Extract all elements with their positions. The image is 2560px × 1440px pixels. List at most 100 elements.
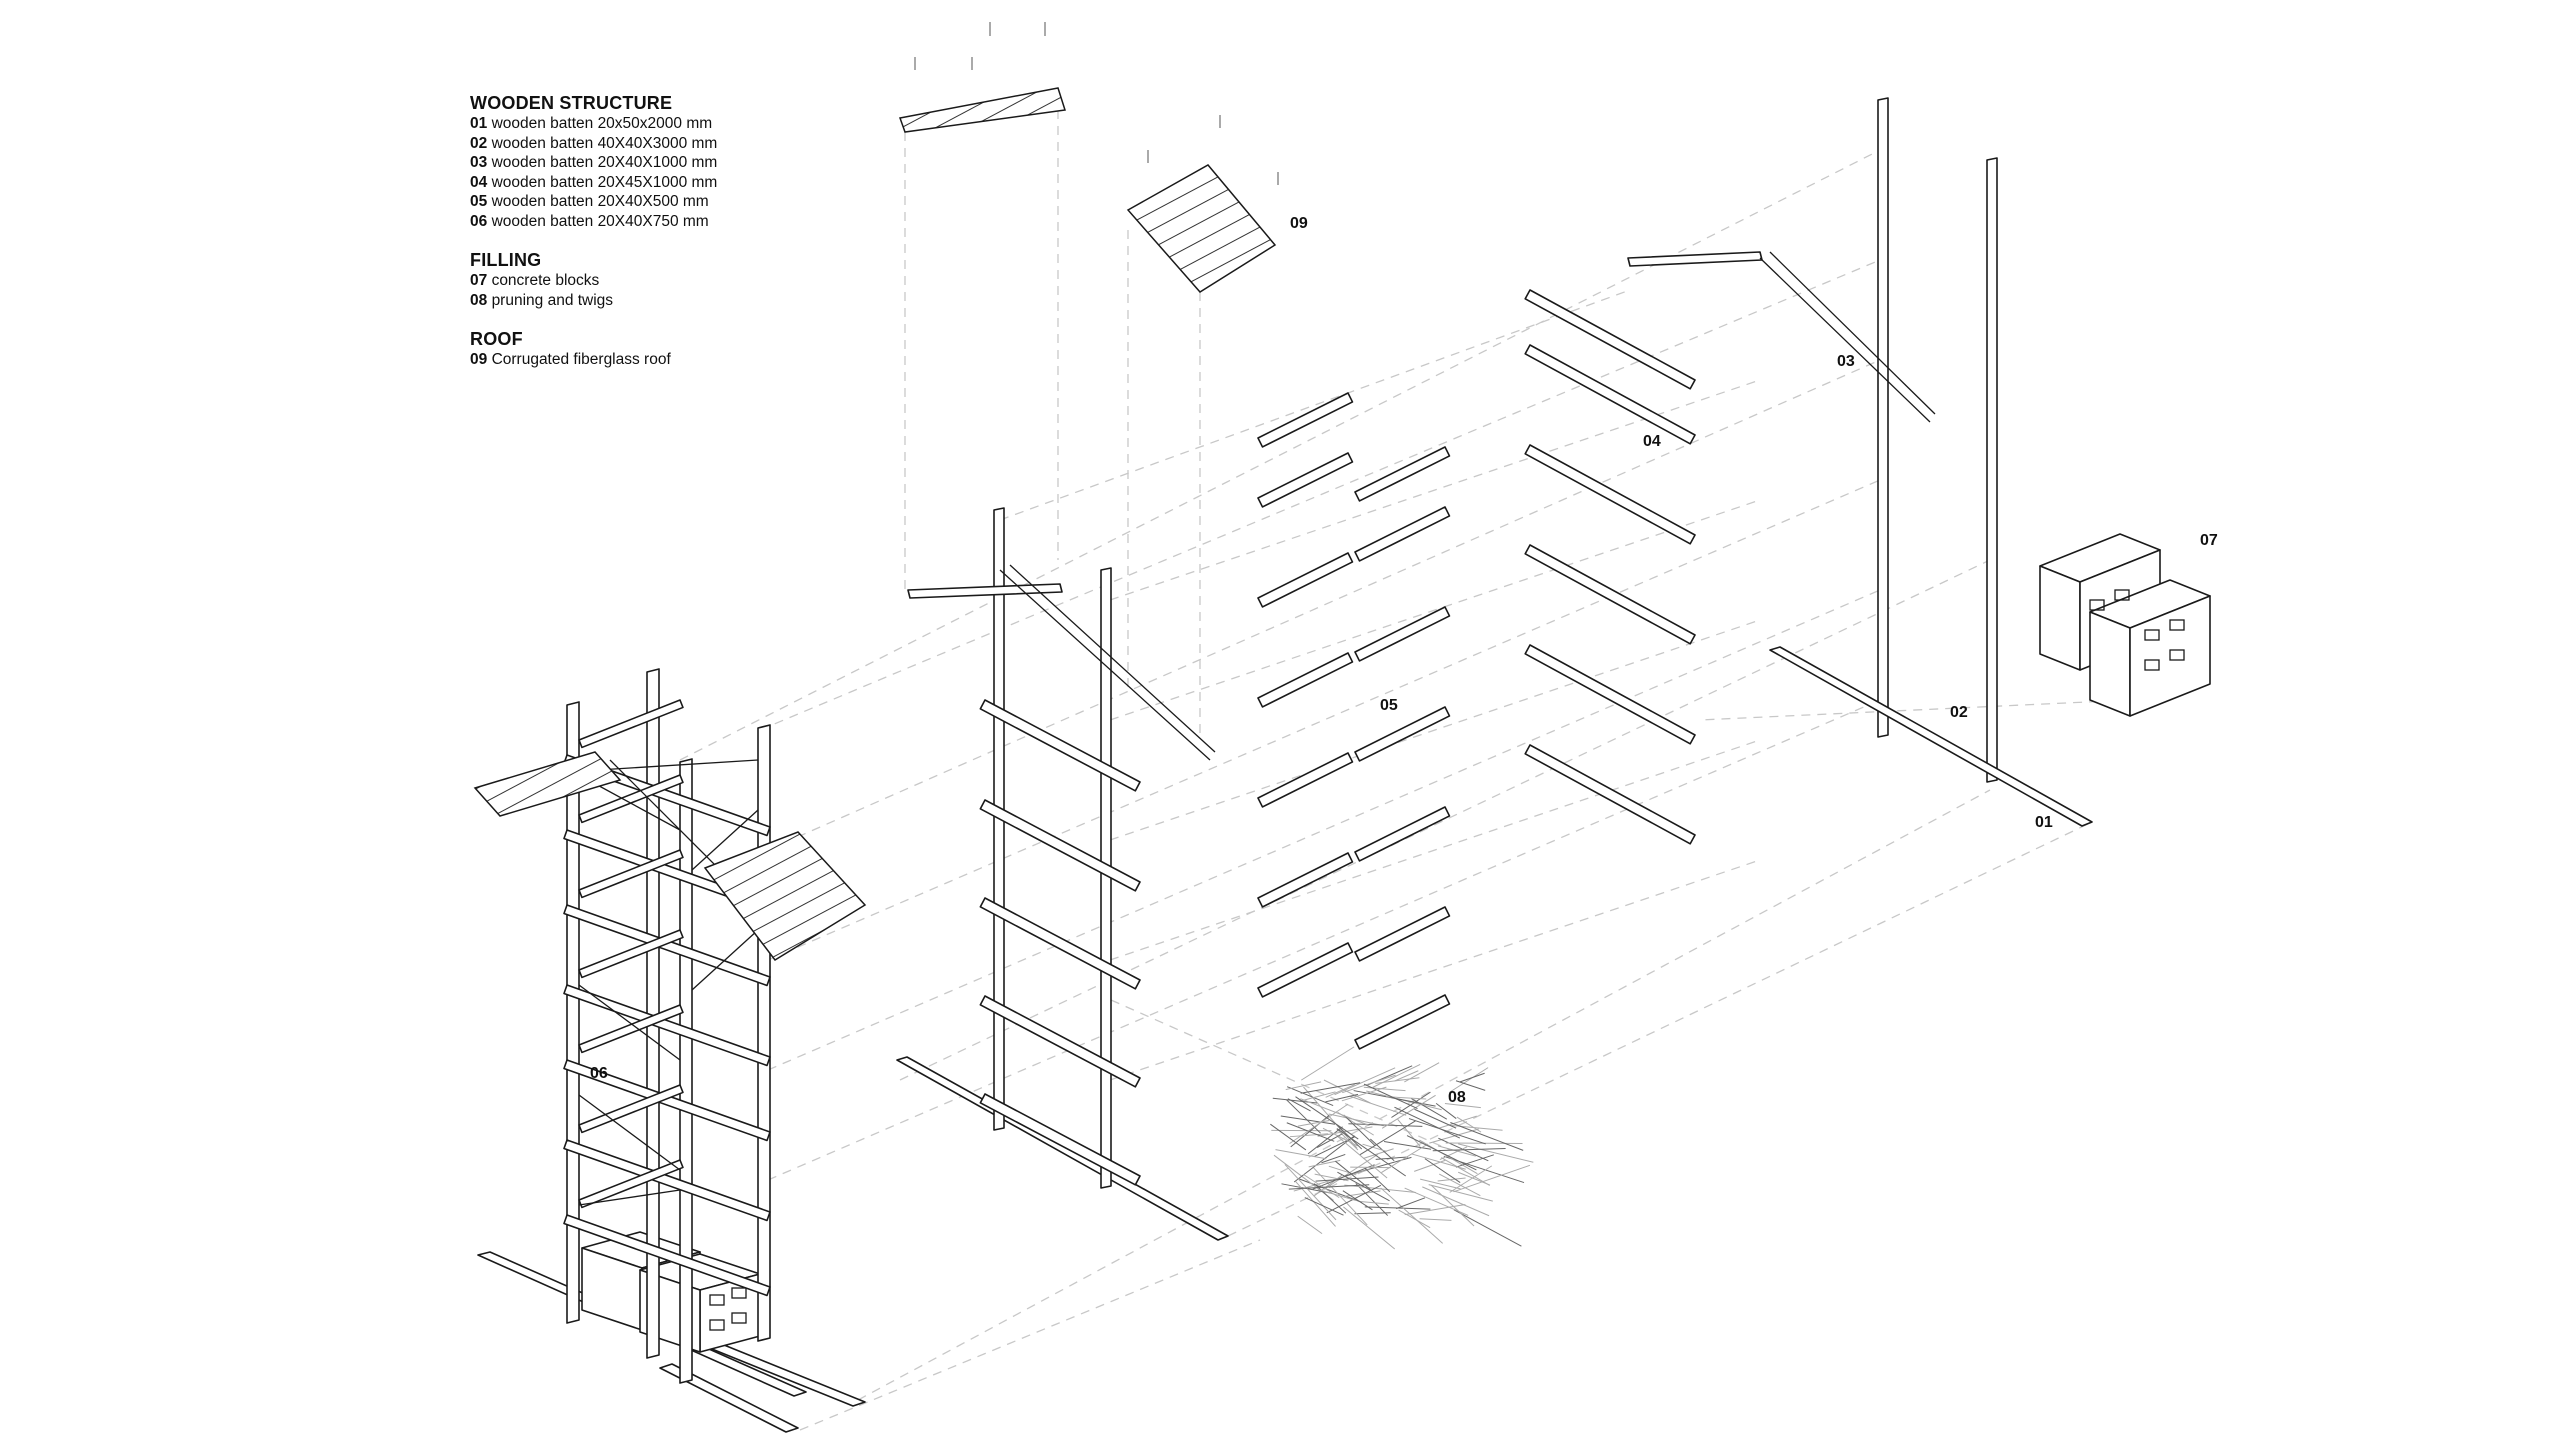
- guide-line: [1109, 499, 1761, 721]
- twig: [1414, 1108, 1457, 1129]
- twig: [1397, 1118, 1421, 1147]
- twig: [1313, 1174, 1343, 1197]
- legend-item-06: 06 wooden batten 20X40X750 mm: [470, 212, 709, 230]
- twig: [1359, 1120, 1416, 1156]
- legend-section-wooden-structure: WOODEN STRUCTURE 01 wooden batten 20x50x…: [470, 92, 990, 231]
- twig: [1363, 1083, 1418, 1110]
- twig: [1287, 1098, 1311, 1112]
- twig: [1420, 1178, 1461, 1190]
- twig: [1344, 1184, 1416, 1194]
- batten-05: [1354, 806, 1451, 862]
- guide-line: [1699, 699, 2131, 721]
- twig: [1391, 1091, 1431, 1118]
- legend-title: ROOF: [470, 329, 523, 349]
- batten-05: [1257, 652, 1354, 708]
- batten-04: [1524, 289, 1696, 390]
- ladder-rung: [979, 799, 1141, 892]
- twig: [1453, 1164, 1531, 1193]
- twig: [1285, 1081, 1322, 1091]
- twig: [1380, 1187, 1444, 1244]
- twig: [1323, 1079, 1371, 1104]
- twig: [1317, 1126, 1373, 1137]
- twig: [1325, 1093, 1359, 1103]
- batten-05: [1354, 906, 1451, 962]
- tower-roof-left: [473, 751, 622, 817]
- legend-title: FILLING: [470, 250, 542, 270]
- twig: [1322, 1127, 1358, 1147]
- guide-line: [1109, 859, 1761, 1081]
- twig: [1395, 1197, 1426, 1210]
- twig: [1435, 1103, 1457, 1119]
- guide-line: [679, 149, 1881, 761]
- twig: [1297, 1120, 1330, 1127]
- guide-line: [799, 1239, 1261, 1431]
- twig: [1300, 1082, 1361, 1094]
- twig: [1437, 1145, 1476, 1157]
- twig: [1307, 1126, 1343, 1155]
- twig: [1334, 1067, 1396, 1096]
- twig: [1383, 1141, 1432, 1150]
- ladder-rung: [979, 897, 1141, 990]
- batten-05: [1257, 392, 1354, 448]
- twig: [1448, 1067, 1489, 1093]
- battens-05: [1257, 392, 1451, 1050]
- callout-01: 01: [2035, 814, 2053, 831]
- twig: [1456, 1116, 1482, 1133]
- twig: [1275, 1149, 1327, 1160]
- twig: [1440, 1157, 1490, 1186]
- tower-rail: [578, 1004, 684, 1054]
- ladder-rungs: [979, 699, 1141, 1186]
- twig: [1337, 1136, 1388, 1179]
- twig: [1342, 1190, 1373, 1211]
- callout-03: 03: [1837, 353, 1855, 370]
- twig: [1312, 1164, 1375, 1190]
- batten-05: [1354, 446, 1451, 502]
- twig: [1284, 1164, 1337, 1221]
- twig: [1317, 1188, 1357, 1202]
- legend-item-07: 07 concrete blocks: [470, 272, 600, 289]
- batten-04: [1524, 544, 1696, 645]
- twig: [1455, 1154, 1494, 1168]
- legend-item-01: 01 wooden batten 20x50x2000 mm: [470, 115, 713, 132]
- lift-arrows: [914, 22, 1279, 185]
- assembled-tower: [473, 668, 867, 1433]
- guide-line: [857, 789, 1991, 1401]
- twig: [1325, 1083, 1356, 1098]
- tower-rail: [563, 904, 771, 987]
- batten-05: [1257, 752, 1354, 808]
- legend: WOODEN STRUCTURE 01 wooden batten 20x50x…: [470, 92, 990, 388]
- guide-line: [1227, 821, 2093, 1237]
- twig: [1301, 1046, 1355, 1081]
- twig: [1419, 1218, 1452, 1221]
- twig: [1304, 1197, 1344, 1216]
- twig: [1381, 1094, 1436, 1129]
- twig: [1439, 1173, 1481, 1197]
- twig: [1326, 1184, 1382, 1214]
- callout-09: 09: [1290, 215, 1308, 232]
- twig: [1364, 1168, 1391, 1193]
- callout-05: 05: [1380, 697, 1398, 714]
- twig: [1432, 1148, 1506, 1152]
- legend-item-05: 05 wooden batten 20X40X500 mm: [470, 193, 709, 210]
- ladder-rung: [979, 1093, 1141, 1186]
- twig: [1372, 1063, 1421, 1088]
- legend-item-09: 09 Corrugated fiberglass roof: [470, 351, 671, 368]
- tower-rail: [563, 984, 771, 1067]
- twig: [1300, 1098, 1370, 1126]
- batten-04: [1524, 644, 1696, 745]
- twig: [1315, 1176, 1379, 1182]
- right-frame: [1627, 97, 2093, 827]
- roof-sheet-09: [1126, 164, 1277, 293]
- roof-sheet-top: [898, 87, 1066, 133]
- twig: [1429, 1128, 1479, 1144]
- twig: [1428, 1184, 1493, 1202]
- twig: [1438, 1115, 1477, 1129]
- twig: [1439, 1146, 1468, 1161]
- base-concrete-blocks: [581, 1231, 761, 1353]
- twig: [1348, 1123, 1423, 1127]
- twig: [1410, 1098, 1448, 1120]
- twig: [1408, 1118, 1486, 1145]
- batten-04: [1524, 344, 1696, 445]
- twig: [1394, 1106, 1461, 1139]
- pruning-twigs-08: [1270, 1046, 1534, 1250]
